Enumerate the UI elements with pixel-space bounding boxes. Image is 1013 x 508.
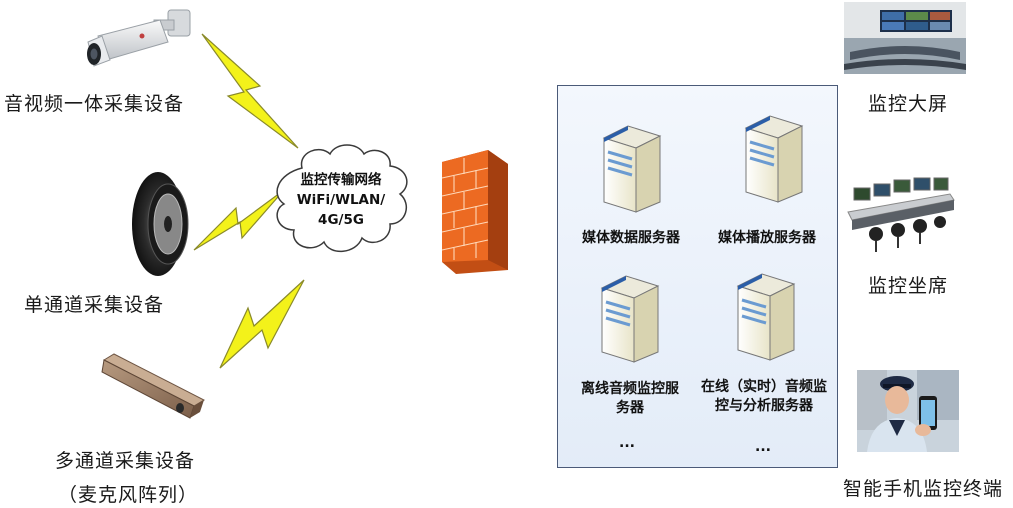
server-icon-online-audio: [736, 273, 796, 361]
terminal-label-seat: 监控坐席: [868, 275, 949, 297]
terminal-label-big-screen: 监控大屏: [868, 93, 949, 115]
server-more-right: ...: [755, 439, 771, 455]
server-icon-media-play: [744, 115, 804, 203]
server-label-offline-audio-line-1: 离线音频监控服: [581, 381, 679, 397]
camera-icon: [87, 9, 191, 67]
firewall-icon: [441, 150, 508, 274]
monitoring-seat-icon: [847, 177, 955, 252]
microphone-array-icon: [101, 353, 206, 419]
network-label-line-2: WiFi/WLAN/: [296, 192, 386, 208]
mobile-terminal-officer-icon: [857, 370, 959, 452]
server-more-left: ...: [619, 435, 635, 451]
wireless-signal-icon-top: [201, 33, 299, 149]
device-label-multi-channel: 多通道采集设备: [55, 450, 196, 472]
control-room-big-screen-icon: [844, 2, 966, 74]
network-label-line-1: 监控传输网络: [300, 172, 382, 188]
server-label-offline-audio: 离线音频监控服 务器: [568, 380, 692, 418]
cloud-network-icon: [276, 144, 408, 252]
server-label-online-audio: 在线（实时）音频监 控与分析服务器: [694, 378, 834, 416]
device-label-single-channel: 单通道采集设备: [24, 294, 165, 316]
device-label-mic-array: （麦克风阵列）: [58, 484, 199, 506]
terminal-label-mobile: 智能手机监控终端: [843, 478, 1004, 500]
server-label-media-data: 媒体数据服务器: [582, 230, 680, 246]
wireless-signal-icon-bottom: [219, 279, 305, 369]
network-label-line-3: 4G/5G: [318, 212, 364, 228]
network-label: 监控传输网络 WiFi/WLAN/ 4G/5G: [278, 170, 404, 230]
server-icon-media-data: [602, 125, 662, 213]
server-label-online-audio-line-2: 控与分析服务器: [715, 398, 813, 414]
round-microphone-device-icon: [132, 172, 189, 276]
device-label-av-integrated: 音视频一体采集设备: [4, 93, 185, 115]
server-label-online-audio-line-1: 在线（实时）音频监: [701, 379, 827, 395]
server-label-media-play: 媒体播放服务器: [718, 230, 816, 246]
server-icon-offline-audio: [600, 275, 660, 363]
server-label-offline-audio-line-2: 务器: [616, 400, 644, 416]
